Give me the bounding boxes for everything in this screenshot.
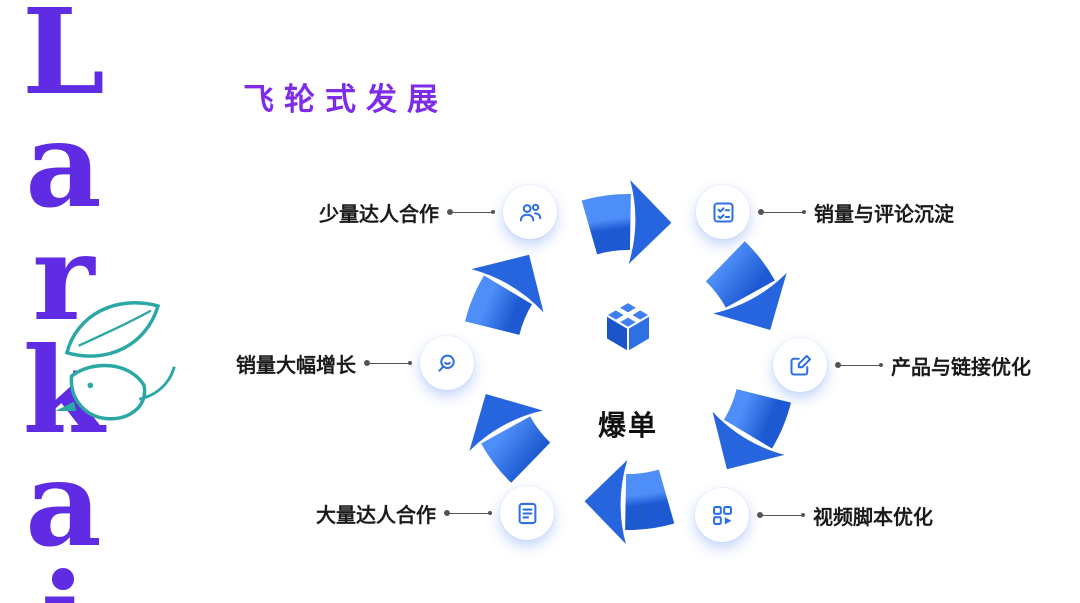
node-icon-circle: [503, 185, 557, 239]
connector-line: [444, 510, 492, 516]
node-icon-circle: [696, 185, 750, 239]
flywheel-node-top-left: 少量达人合作: [319, 185, 557, 239]
node-label: 视频脚本优化: [813, 506, 933, 529]
edit-icon: [789, 354, 811, 376]
node-icon-circle: [420, 336, 474, 390]
bird-logo-icon: [55, 301, 176, 421]
node-label: 产品与链接优化: [891, 356, 1031, 379]
flywheel-arrows: [465, 179, 791, 545]
connector-line: [364, 360, 412, 366]
partners-icon: [519, 203, 541, 221]
document-icon: [518, 502, 536, 524]
node-icon-circle: [500, 486, 554, 540]
node-label: 销量大幅增长: [236, 354, 356, 377]
node-icon-circle: [695, 488, 749, 542]
connector-line: [447, 209, 495, 215]
flywheel-node-right: 产品与链接优化: [773, 338, 1031, 392]
connector-line: [835, 362, 883, 368]
video-blocks-icon: [712, 505, 732, 525]
search-icon: [437, 354, 455, 372]
flywheel-node-left: 销量大幅增长: [236, 336, 474, 390]
page-title: 飞轮式发展: [243, 82, 448, 117]
node-label: 少量达人合作: [319, 203, 439, 226]
brand-logo-text: Larkair: [0, 0, 133, 603]
flywheel-node-bottom-right: 视频脚本优化: [695, 488, 933, 542]
connector-line: [757, 512, 805, 518]
package-box-icon: [605, 301, 651, 353]
node-label: 销量与评论沉淀: [814, 203, 954, 226]
flywheel-node-bottom-left: 大量达人合作: [316, 486, 554, 540]
flywheel-center-label: 爆单: [597, 410, 658, 441]
connector-line: [758, 209, 806, 215]
node-label: 大量达人合作: [316, 504, 436, 527]
flywheel-ring: [465, 179, 791, 545]
checklist-icon: [712, 201, 734, 223]
flywheel-node-top-right: 销量与评论沉淀: [696, 185, 954, 239]
node-icon-circle: [773, 338, 827, 392]
